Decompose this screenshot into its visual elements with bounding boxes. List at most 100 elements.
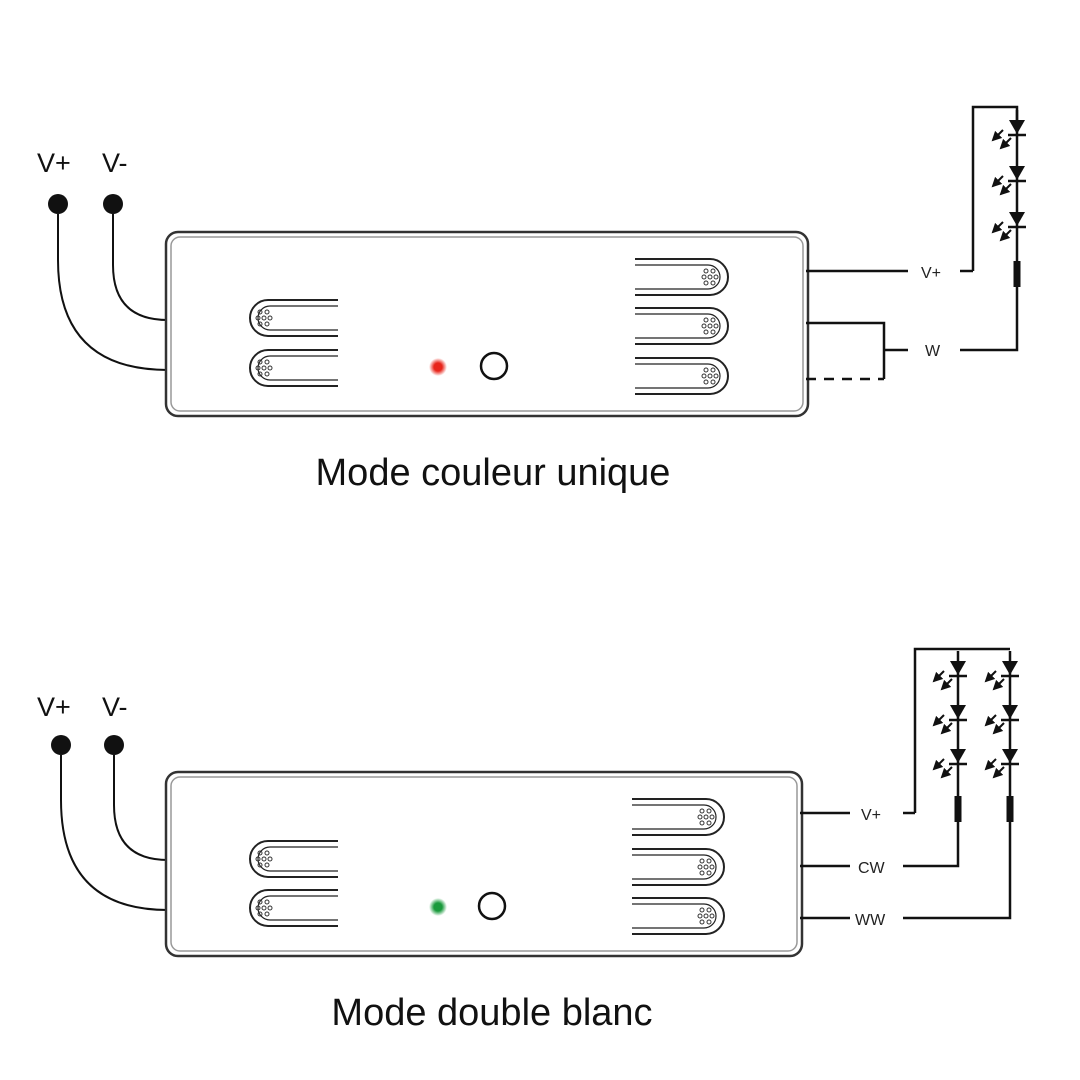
clip-hole [703,913,709,919]
light-emission-arrow-icon [932,758,945,771]
input-terminal-label-vminus: V- [102,692,128,722]
clip-hole [699,870,705,876]
clip-hole [257,321,263,327]
light-emission-arrow-icon [940,722,953,735]
clip-hole [707,373,713,379]
output-wiring [806,105,1019,381]
light-emission-arrow-icon [992,722,1005,735]
light-emission-arrow-icon [940,678,953,691]
light-emission-arrow-icon [999,137,1012,150]
light-emission-arrow-icon [984,758,997,771]
clip-hole [701,323,707,329]
output-label-ww: WW [855,912,886,929]
clip-hole [699,858,705,864]
clip-hole [697,814,703,820]
mode-button[interactable] [479,351,509,381]
clip-hole [709,864,715,870]
clip-hole [713,274,719,280]
clip-hole [261,905,267,911]
clip-hole [699,907,705,913]
input-wire-vplus [57,214,169,371]
clip-hole [710,268,716,274]
light-emission-arrow-icon [991,221,1004,234]
clip-hole [706,820,712,826]
clip-hole [709,913,715,919]
input-wire-vplus [60,755,169,911]
light-emission-arrow-icon [999,229,1012,242]
input-wire-vminus [112,214,169,321]
output-wiring [800,647,1012,920]
clip-hole [710,379,716,385]
resistor-icon [1006,796,1014,822]
input-terminal-label-vplus: V+ [37,692,71,722]
resistor-icon [954,796,962,822]
clip-hole [703,367,709,373]
clip-hole [267,365,273,371]
led-diode-icon [1009,120,1025,134]
status-indicator-led [429,358,447,376]
clip-hole [706,919,712,925]
output-clip-slots [635,258,729,395]
input-clip-slots [249,299,338,387]
clip-hole [261,856,267,862]
diagram-single-color: V+ V- [37,105,1026,494]
clip-hole [699,919,705,925]
output-label-vplus: V+ [861,807,881,824]
clip-hole [703,268,709,274]
light-emission-arrow-icon [992,766,1005,779]
light-emission-arrow-icon [992,678,1005,691]
led-strip-ww [984,651,1019,822]
controller-body [164,770,804,958]
clip-hole [699,820,705,826]
led-strip [991,110,1026,287]
clip-hole [264,359,270,365]
clip-hole [703,379,709,385]
clip-hole [255,365,261,371]
status-indicator-led [429,898,447,916]
clip-hole [710,367,716,373]
led-diode-icon [1002,705,1018,719]
clip-hole [255,905,261,911]
clip-hole [257,359,263,365]
led-diode-icon [950,749,966,763]
clip-hole [706,858,712,864]
diagram-dual-white: V+ V- [37,647,1019,1034]
clip-hole [709,814,715,820]
clip-hole [257,371,263,377]
led-strip-cw [932,651,967,822]
terminal-dot-vplus [51,735,71,755]
output-clip-slots [632,798,725,935]
input-terminal-label-vplus: V+ [37,148,71,178]
clip-hole [701,373,707,379]
diagram-title: Mode double blanc [331,992,652,1034]
clip-hole-pattern [255,268,719,925]
clip-hole [703,864,709,870]
light-emission-arrow-icon [991,129,1004,142]
led-diode-icon [950,705,966,719]
clip-hole [255,315,261,321]
clip-hole [257,899,263,905]
clip-hole [264,862,270,868]
terminal-dot-vplus [48,194,68,214]
clip-hole [264,321,270,327]
resistor-icon [1013,261,1021,287]
clip-hole [701,274,707,280]
led-diode-icon [1002,661,1018,675]
clip-hole [264,371,270,377]
clip-hole [710,280,716,286]
clip-hole [699,808,705,814]
clip-hole [261,365,267,371]
input-terminal-label-vminus: V- [102,148,128,178]
clip-hole [703,814,709,820]
diagram-title: Mode couleur unique [316,452,671,494]
mode-button[interactable] [477,891,507,921]
clip-hole [257,850,263,856]
clip-hole [264,309,270,315]
clip-hole [706,907,712,913]
led-diode-icon [1009,166,1025,180]
led-diode-icon [1009,212,1025,226]
light-emission-arrow-icon [984,670,997,683]
clip-hole [257,309,263,315]
clip-hole [703,329,709,335]
clip-hole [264,911,270,917]
